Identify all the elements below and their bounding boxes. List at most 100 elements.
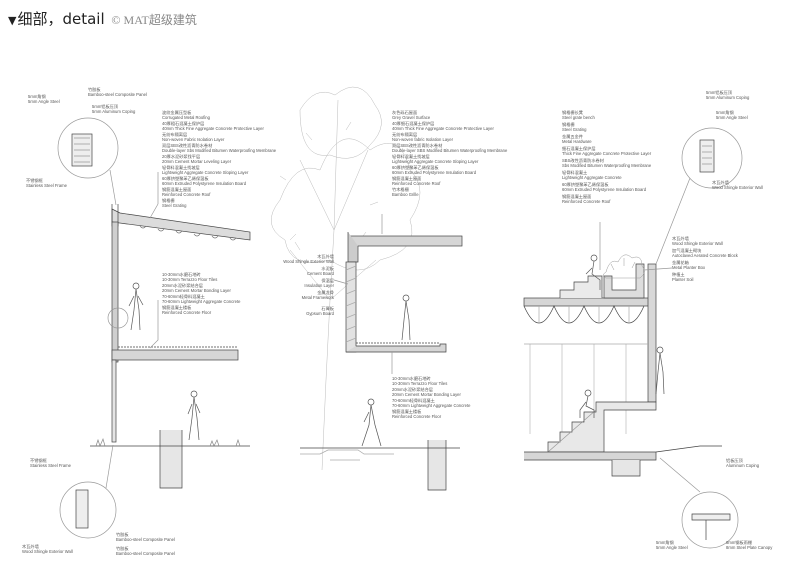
right-vault-ribs xyxy=(538,306,630,322)
right-top-detail-frame xyxy=(699,139,715,173)
right-bottom-detail-circle xyxy=(681,491,739,549)
middle-person-lower xyxy=(361,398,382,447)
right-top-detail-circle xyxy=(681,127,743,189)
right-stair-tread-lines xyxy=(547,409,597,453)
right-base-slab xyxy=(524,451,657,461)
middle-floor-slab xyxy=(346,343,447,353)
left-exterior-wall xyxy=(111,221,119,363)
left-floor-slab xyxy=(111,349,239,361)
right-stair-person xyxy=(579,389,595,418)
left-bottom-detail-frame xyxy=(75,489,89,529)
right-roof-steps xyxy=(559,275,603,298)
left-foundation xyxy=(159,430,183,489)
left-bottom-detail-leader xyxy=(105,444,114,489)
middle-tree xyxy=(271,86,421,471)
right-planter-box xyxy=(603,263,645,299)
right-stair xyxy=(547,401,657,453)
left-roof-slab xyxy=(111,208,251,241)
left-section-structure xyxy=(57,117,251,539)
right-top-detail-leader xyxy=(655,177,691,265)
right-section-structure xyxy=(523,127,743,549)
left-lower-wall xyxy=(111,359,117,443)
right-glazing xyxy=(529,344,627,434)
middle-foundation xyxy=(427,440,447,491)
right-bottom-detail-leader xyxy=(659,457,701,493)
right-roof-person xyxy=(585,254,601,290)
left-top-detail-hatch xyxy=(74,137,90,163)
middle-wall-leader xyxy=(333,279,349,285)
middle-section-structure xyxy=(271,86,463,491)
header: ▼细部，detail © MAT超级建筑 xyxy=(8,8,197,29)
right-standing-person xyxy=(655,346,665,395)
right-foundation xyxy=(611,460,641,477)
middle-person-upper xyxy=(401,294,411,341)
page-title: 细部，detail xyxy=(17,10,105,28)
right-exterior-wall xyxy=(647,263,657,403)
left-mid-detail-ring xyxy=(107,307,129,329)
triangle-marker-icon: ▼ xyxy=(8,14,17,27)
left-top-detail-circle xyxy=(57,117,119,179)
middle-wall-hatch xyxy=(345,265,357,343)
right-vaults xyxy=(523,305,645,324)
right-top-detail-hatch xyxy=(702,145,712,165)
left-bottom-detail-circle xyxy=(59,481,117,539)
copyright-credit: © MAT超级建筑 xyxy=(111,13,197,27)
left-grass xyxy=(95,437,241,447)
left-top-detail-leader xyxy=(109,169,117,206)
left-person-lower xyxy=(187,390,201,441)
